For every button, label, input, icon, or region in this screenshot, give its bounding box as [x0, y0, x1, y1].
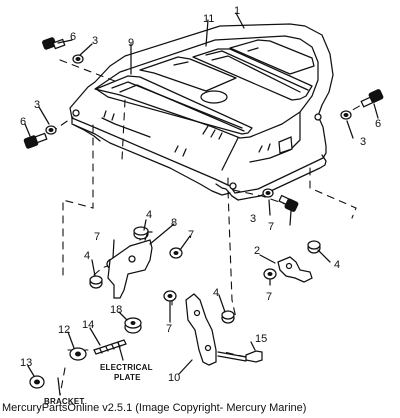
cover-rim-corner	[215, 183, 239, 201]
cover-boss-right	[314, 113, 322, 121]
callout-numbers: 1 11 9 6 3 3 6 6 3 3 7 4 8 7 7 2 4 4 7 4…	[20, 5, 381, 384]
cover-top-outline	[69, 23, 334, 194]
callout-6-right: 6	[375, 118, 381, 130]
callout-7-bracket: 7	[94, 231, 100, 243]
cover-assembly	[69, 23, 334, 201]
cover-panel-right	[192, 48, 313, 101]
callout-3-top-left: 3	[92, 35, 98, 47]
cover-boss-left	[72, 109, 80, 117]
callout-7-mid: 7	[188, 229, 194, 241]
cover-side-contour-right	[249, 111, 301, 163]
cover-panel-left-ridge2	[119, 84, 245, 132]
callout-13: 13	[20, 357, 32, 369]
cover-panel-mid	[139, 56, 237, 92]
leader-lines	[24, 12, 379, 396]
cover-panel-far-right	[229, 39, 315, 75]
screw-6-right	[360, 89, 384, 108]
callout-4-left: 4	[84, 250, 90, 262]
callout-4-center: 4	[213, 287, 219, 299]
callout-7-right: 7	[266, 291, 272, 303]
callout-7-plate: 7	[166, 323, 172, 335]
dash-left-column	[62, 124, 94, 276]
callout-15: 15	[255, 333, 267, 345]
callout-12: 12	[58, 324, 70, 336]
spacer-18	[124, 317, 142, 334]
callout-3-right: 3	[360, 136, 366, 148]
electrical-plate-label-line2: PLATE	[114, 373, 141, 382]
dash-screw-top-left	[59, 59, 121, 84]
cover-port	[278, 136, 293, 154]
callout-6-top-left: 6	[70, 31, 76, 43]
part-labels: ELECTRICAL PLATE BRACKET	[44, 363, 153, 406]
copyright-caption: MercuryPartsOnline v2.5.1 (Image Copyrig…	[2, 402, 307, 414]
grommet-4-right	[307, 240, 321, 254]
callout-9: 9	[128, 37, 134, 49]
cover-inner-plateau	[94, 35, 319, 139]
cover-hatching	[103, 110, 271, 157]
callout-1: 1	[234, 5, 240, 17]
cover-panel-far-right-slot	[247, 47, 259, 52]
callout-3-left: 3	[34, 99, 40, 111]
dash-nut-13	[59, 367, 66, 396]
dash-right-column	[309, 167, 357, 219]
callout-11: 11	[203, 13, 214, 25]
bracket-label: BRACKET	[44, 397, 85, 406]
nut-7-right	[263, 268, 277, 280]
dash-left-inner	[121, 99, 126, 161]
dash-center-column	[227, 177, 237, 319]
cover-boss-bottom	[229, 182, 237, 190]
washer-12	[69, 347, 87, 361]
screw-6-left	[23, 132, 48, 149]
electrical-plate-label-line1: ELECTRICAL	[100, 363, 153, 372]
bolt-15	[217, 350, 263, 363]
nut-13	[29, 375, 45, 389]
plate-10	[185, 293, 217, 366]
callout-6-left: 6	[20, 116, 26, 128]
cover-rim-detail-left	[73, 124, 101, 142]
callout-10: 10	[168, 372, 180, 384]
cover-panel-left	[95, 75, 253, 135]
bracket-2	[277, 256, 313, 283]
bracket-8	[107, 239, 153, 299]
callout-3-center: 3	[250, 213, 256, 225]
cover-panel-mid-slot	[173, 61, 189, 66]
cover-side-contour-left	[101, 117, 151, 138]
nut-7-plate	[163, 290, 177, 302]
dash-screw-bottom	[232, 189, 286, 205]
cover-panel-left-ridge	[111, 81, 243, 129]
callout-18: 18	[110, 304, 122, 316]
screw-6-center	[278, 194, 299, 212]
callout-4-right: 4	[334, 259, 340, 271]
callout-8: 8	[171, 217, 177, 229]
grommet-4-center	[221, 310, 235, 324]
callout-4-upper: 4	[146, 209, 152, 221]
screw-6-top-left	[42, 37, 66, 50]
grommet-4-left	[89, 275, 103, 289]
nut-7-mid	[169, 247, 183, 259]
callout-7-center: 7	[268, 221, 274, 233]
cover-side-contour	[221, 137, 239, 171]
callout-2: 2	[254, 245, 260, 257]
cover-panel-right-ridge2	[211, 55, 301, 93]
cover-panel-right-ridge	[205, 50, 309, 91]
callout-14: 14	[82, 319, 94, 331]
cover-center-hole	[200, 90, 228, 104]
